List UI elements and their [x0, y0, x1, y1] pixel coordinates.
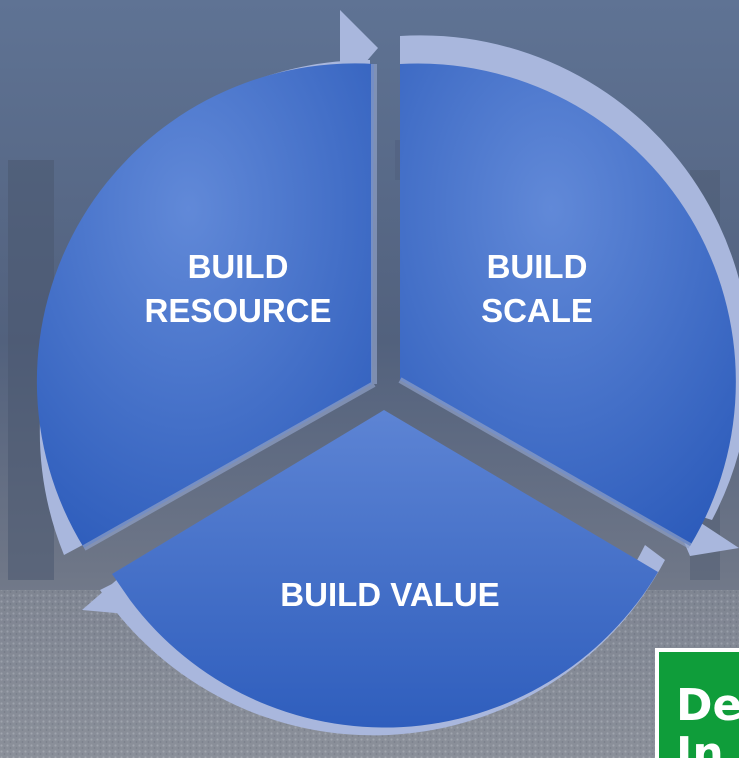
- label-build-value: BUILD VALUE: [280, 576, 499, 613]
- segment-build-resource: [36, 63, 375, 549]
- segment-dividers: [82, 64, 692, 551]
- logo: De In: [655, 648, 739, 758]
- label-build-resource-line2: RESOURCE: [144, 292, 331, 329]
- logo-text-line2: In: [676, 728, 724, 758]
- label-build-resource-line1: BUILD: [188, 248, 289, 285]
- segment-build-value: [112, 410, 658, 728]
- logo-text-line1: De: [676, 680, 739, 731]
- label-build-scale-line2: SCALE: [481, 292, 593, 329]
- label-build-scale-line1: BUILD: [487, 248, 588, 285]
